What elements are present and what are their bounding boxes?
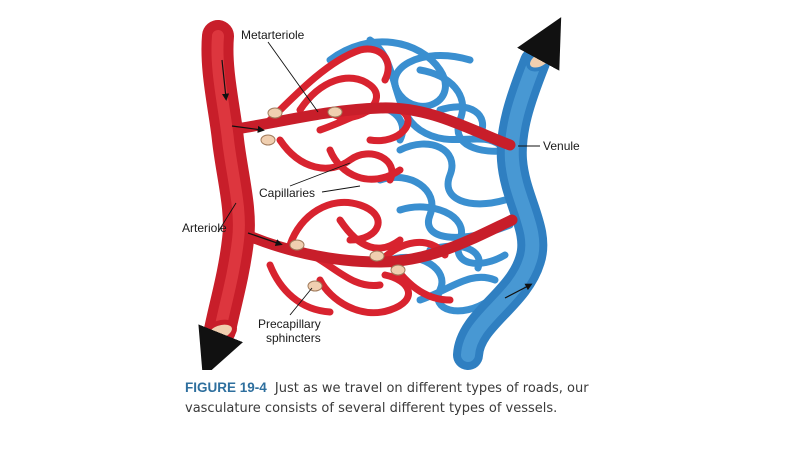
sphincter (391, 265, 405, 275)
sphincter (308, 281, 322, 291)
arteriole-label: Arteriole (182, 221, 227, 235)
figure-caption: FIGURE 19-4 Just as we travel on differe… (185, 378, 605, 419)
sphincter (290, 240, 304, 250)
sphincter (268, 108, 282, 118)
capillaries-label: Capillaries (259, 186, 315, 200)
arteriole-vessel (203, 36, 239, 346)
metarteriole-label: Metarteriole (241, 28, 305, 42)
sphincter (328, 107, 342, 117)
precapillary-label-line2: sphincters (266, 331, 321, 345)
figure-number: FIGURE 19-4 (185, 380, 267, 395)
precapillary-label-line1: Precapillary (258, 317, 321, 331)
venule-label: Venule (543, 139, 580, 153)
capillary-bed-diagram: Metarteriole Venule Capillaries Arteriol… (0, 0, 794, 370)
sphincter (261, 135, 275, 145)
sphincter (370, 251, 384, 261)
arterial-capillary-network (270, 49, 450, 313)
